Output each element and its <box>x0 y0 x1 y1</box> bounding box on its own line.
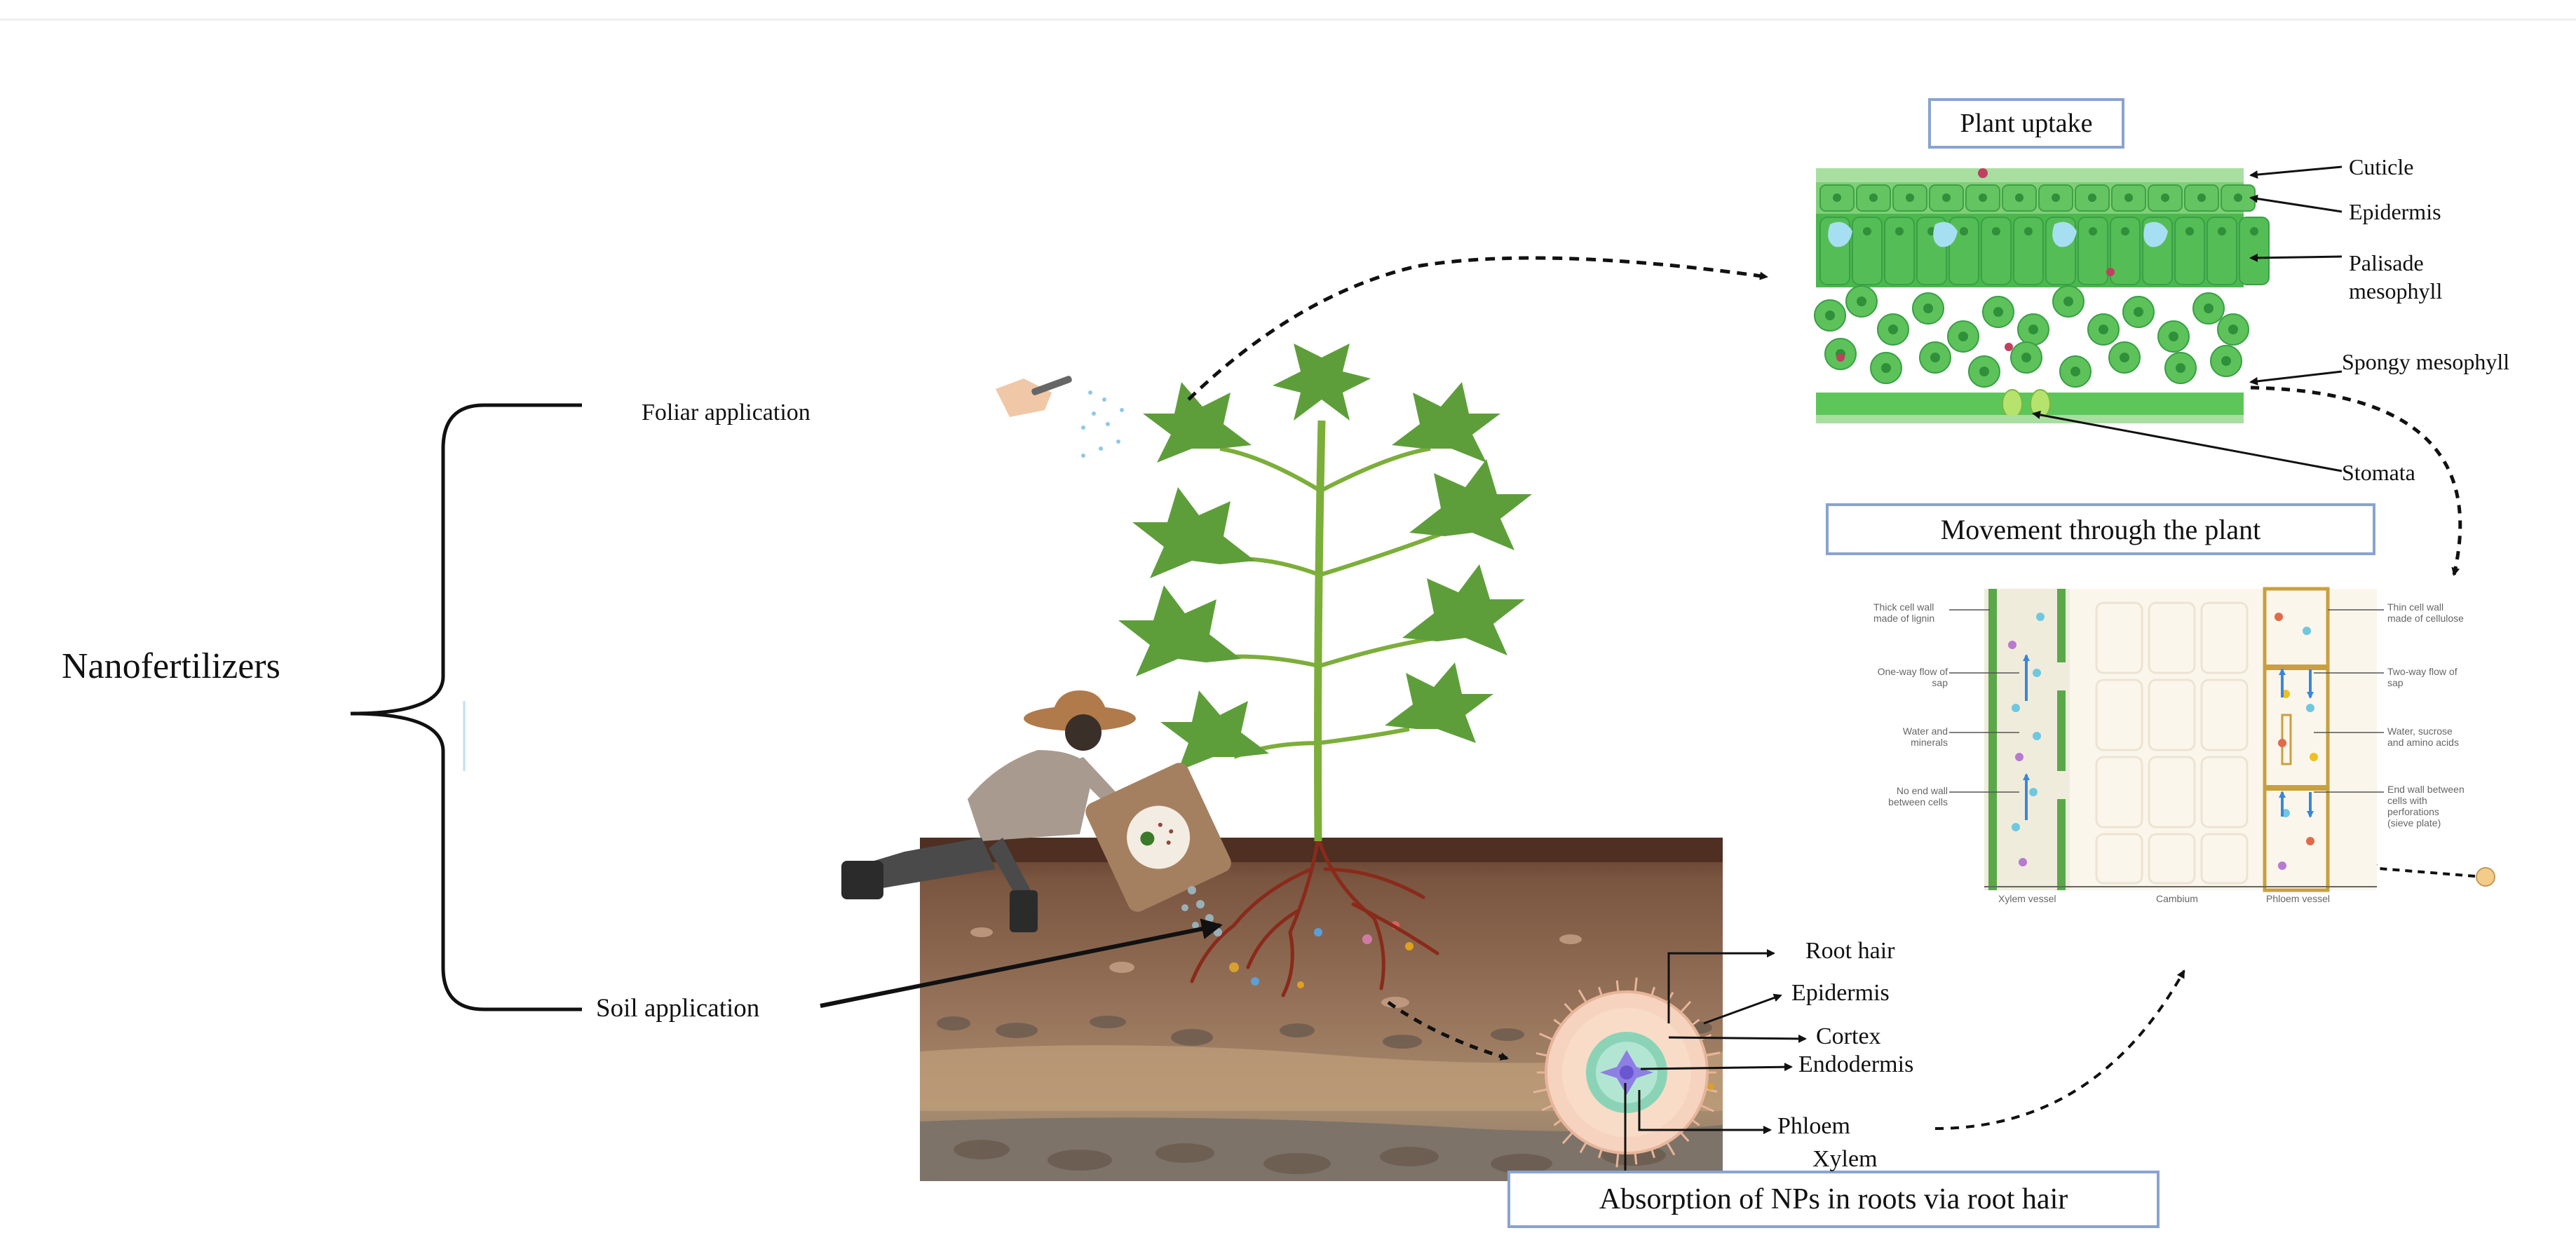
root-cross-section <box>1533 977 1721 1168</box>
cambium-label: Cambium <box>2156 893 2198 904</box>
cortex-label: Cortex <box>1816 1023 1881 1049</box>
leaf-cross-section <box>1814 168 2270 423</box>
root-to-crosssection-arrow <box>1387 1000 1509 1061</box>
leaf-to-vessel-arrow <box>2250 386 2462 576</box>
water-sucrose-label: Water, sucrose and amino acids <box>2387 725 2459 749</box>
palisade-label: Palisade mesophyll <box>2349 250 2443 304</box>
thin-wall-label: Thin cell wall made of cellulose <box>2387 601 2464 625</box>
farmer-figure <box>841 690 1231 936</box>
movement-title: Movement through the plant <box>1826 503 2375 555</box>
phloem-vessel-label: Phloem vessel <box>2266 893 2331 904</box>
plant-roots <box>1190 836 1439 997</box>
vessel-diagram <box>1949 587 2384 892</box>
one-way-label: One-way flow of sap <box>1877 666 1948 689</box>
root-to-vessel-arrow <box>1934 969 2185 1130</box>
phloem-label: Phloem <box>1777 1113 1850 1139</box>
soil-application-arrow <box>820 918 1223 1008</box>
plant-uptake-title: Plant uptake <box>1928 98 2124 149</box>
end-wall-label: End wall between cells with perforations… <box>2387 784 2465 829</box>
spongy-label: Spongy mesophyll <box>2342 349 2510 374</box>
root-hair-label: Root hair <box>1805 938 1895 964</box>
two-way-label: Two-way flow of sap <box>2387 666 2458 689</box>
foliar-application-label: Foliar application <box>642 400 811 425</box>
sprayer-icon <box>996 376 1124 458</box>
plant <box>1118 343 1532 842</box>
foliar-to-leaf-arrow <box>1187 256 1768 401</box>
water-minerals-label: Water and minerals <box>1902 725 1948 749</box>
cuticle-label: Cuticle <box>2349 154 2414 179</box>
nanoparticle-dot <box>2476 867 2495 887</box>
nanofertilizers-label: Nanofertilizers <box>62 646 280 686</box>
thick-wall-label: Thick cell wall made of lignin <box>1873 601 1935 625</box>
curly-brace <box>350 403 582 1011</box>
root-epidermis-label: Epidermis <box>1791 980 1890 1006</box>
no-end-wall-label: No end wall between cells <box>1888 785 1948 808</box>
xylem-label: Xylem <box>1812 1146 1878 1172</box>
endodermis-label: Endodermis <box>1798 1051 1914 1077</box>
xylem-vessel-label: Xylem vessel <box>1998 893 2056 904</box>
stomata-label: Stomata <box>2342 460 2415 485</box>
leaf-epidermis-label: Epidermis <box>2349 199 2441 224</box>
np-entry-arrow <box>2368 864 2476 878</box>
soil-application-label: Soil application <box>596 994 760 1023</box>
absorption-title: Absorption of NPs in roots via root hair <box>1507 1171 2160 1228</box>
